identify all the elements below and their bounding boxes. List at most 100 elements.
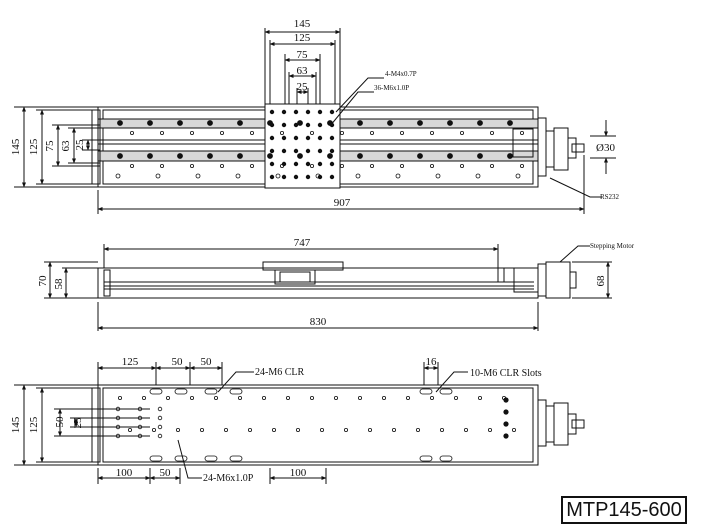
top-height-dim-25: 25 [74, 139, 86, 151]
clr-slot [204, 455, 218, 462]
mount-hole [295, 427, 300, 432]
clr-slot [174, 455, 188, 462]
mount-hole [249, 163, 254, 168]
mount-hole [399, 163, 404, 168]
bottom-height-dim-125: 125 [28, 416, 40, 433]
mount-hole [261, 395, 266, 400]
mount-hole [115, 173, 121, 179]
bottom-dim-50b: 50 [201, 356, 213, 368]
mount-hole [503, 409, 509, 415]
mount-hole [381, 395, 386, 400]
side-height-dim-70: 70 [37, 275, 49, 287]
mount-hole [189, 395, 194, 400]
top-height-dim-63: 63 [60, 140, 72, 152]
clr-slot [149, 455, 163, 462]
clr-slot [419, 388, 433, 395]
mount-hole [463, 427, 468, 432]
mount-hole [475, 173, 481, 179]
mount-hole [147, 120, 153, 126]
top-height-dim-75: 75 [44, 140, 56, 152]
mount-hole [317, 148, 323, 154]
mount-hole [281, 109, 287, 115]
side-height-dim-58: 58 [53, 278, 65, 290]
top-rail-holes [115, 109, 525, 180]
mount-hole [157, 406, 163, 412]
mount-hole [399, 130, 404, 135]
mount-hole [207, 153, 213, 159]
mount-hole [315, 173, 321, 179]
mount-hole [503, 433, 509, 439]
mount-hole [459, 163, 464, 168]
mount-hole [219, 130, 224, 135]
bottom-body-outline [97, 384, 539, 466]
bottom-height-dim-145: 145 [10, 416, 22, 433]
mount-hole [237, 120, 243, 126]
mount-hole [417, 120, 423, 126]
mount-hole [269, 161, 275, 167]
mount-hole [271, 427, 276, 432]
mount-hole [429, 163, 434, 168]
side-length-dim: 830 [310, 316, 327, 328]
clr-slot [439, 455, 453, 462]
top-length-dim: 907 [334, 197, 351, 209]
mount-hole [147, 153, 153, 159]
mount-hole [515, 173, 521, 179]
top-width-dim-75: 75 [297, 49, 309, 61]
motor-height-dim: 68 [595, 275, 607, 287]
mount-hole [159, 130, 164, 135]
mount-hole [269, 135, 275, 141]
mount-hole [489, 130, 494, 135]
mount-hole [319, 427, 324, 432]
mount-hole [175, 427, 180, 432]
mount-hole [369, 130, 374, 135]
mount-hole [327, 153, 333, 159]
mount-hole [157, 433, 163, 439]
mount-hole [317, 109, 323, 115]
mount-hole [305, 135, 311, 141]
mount-hole [487, 427, 492, 432]
mount-hole [195, 173, 201, 179]
side-body-outline [97, 267, 539, 299]
mount-hole [417, 153, 423, 159]
clr-label: 24-M6 CLR [255, 367, 305, 378]
mount-hole [453, 395, 458, 400]
mount-hole [507, 120, 513, 126]
mount-hole [339, 130, 344, 135]
mount-hole [512, 427, 517, 432]
mount-hole [459, 130, 464, 135]
mount-hole [129, 130, 134, 135]
mount-hole [177, 153, 183, 159]
mount-hole [391, 427, 396, 432]
mount-hole [355, 173, 361, 179]
mount-hole [213, 395, 218, 400]
mount-hole [117, 153, 123, 159]
mount-hole [159, 163, 164, 168]
top-width-dim-125: 125 [294, 32, 311, 44]
bottom-dim-50a: 50 [172, 356, 184, 368]
mount-hole [477, 395, 482, 400]
mount-hole [269, 122, 275, 128]
mount-hole [415, 427, 420, 432]
mount-hole [395, 173, 401, 179]
mount-hole [117, 120, 123, 126]
mount-hole [281, 122, 287, 128]
mount-hole [281, 148, 287, 154]
mount-hole [333, 395, 338, 400]
mount-hole [223, 427, 228, 432]
mount-hole [329, 135, 335, 141]
clr-slot [149, 388, 163, 395]
clr-slot [174, 388, 188, 395]
mount-hole [329, 161, 335, 167]
mount-hole [189, 130, 194, 135]
bottom-dim-100a: 100 [116, 467, 133, 479]
mount-hole [293, 174, 299, 180]
bottom-dim-100b: 100 [290, 467, 307, 479]
mount-hole [520, 163, 525, 168]
mount-hole [489, 163, 494, 168]
bottom-dim-125: 125 [122, 356, 139, 368]
mount-hole [281, 174, 287, 180]
mount-hole [305, 109, 311, 115]
mount-hole [305, 174, 311, 180]
top-width-dim-145: 145 [294, 18, 311, 30]
